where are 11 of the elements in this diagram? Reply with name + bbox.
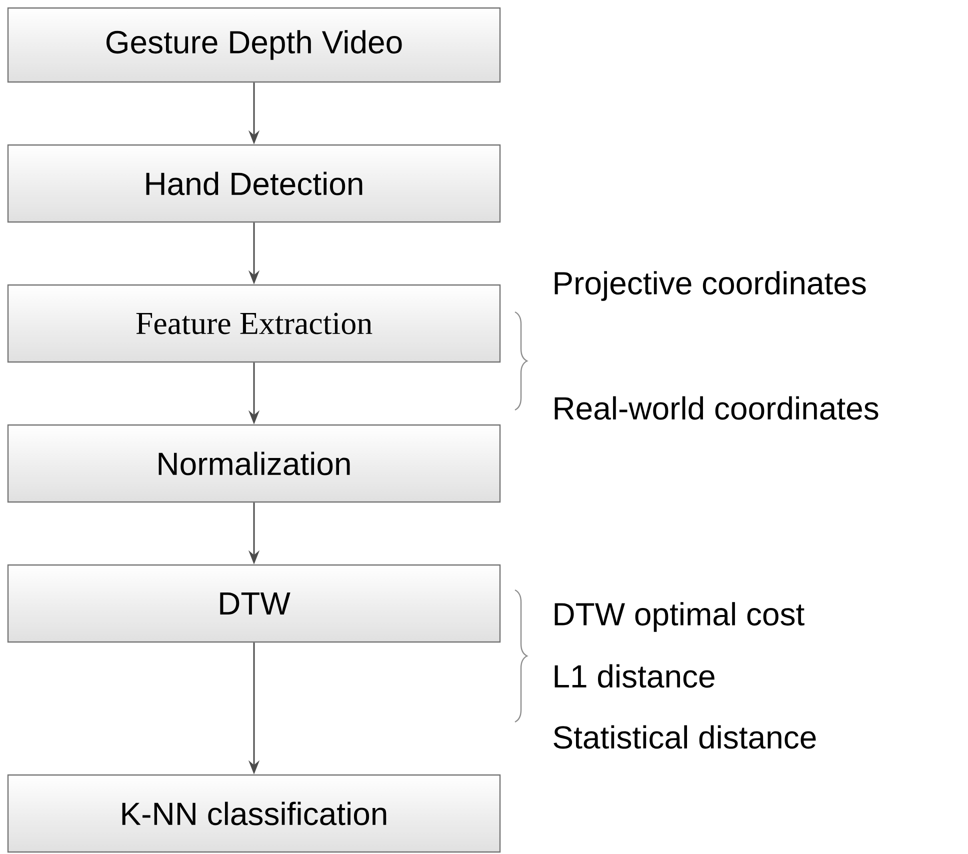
side-note: Projective coordinates (554, 271, 866, 301)
side-note: Statistical distance (554, 725, 816, 749)
side-note: L1 distance (554, 664, 714, 688)
process-box: Feature Extraction (7, 284, 501, 363)
process-box: DTW (7, 564, 501, 643)
side-note: Real-world coordinates (554, 396, 878, 420)
process-box: Gesture Depth Video (7, 7, 501, 83)
process-box: Hand Detection (7, 144, 501, 223)
side-note: DTW optimal cost (554, 602, 804, 632)
process-box: K-NN classification (7, 774, 501, 853)
process-box: Normalization (7, 424, 501, 503)
